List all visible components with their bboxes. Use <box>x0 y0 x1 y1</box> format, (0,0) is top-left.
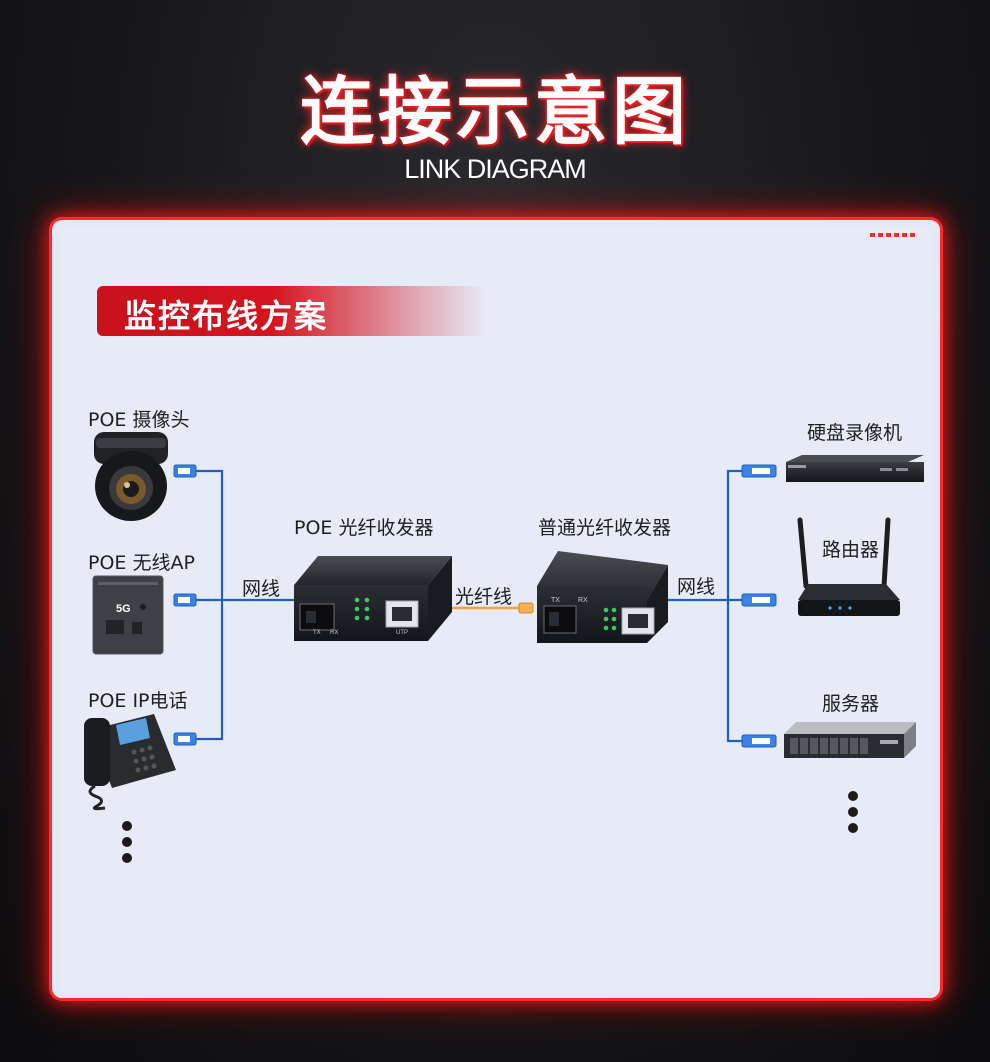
rj45-plug-icon <box>741 734 777 748</box>
left-cable-bus <box>196 469 296 741</box>
ap-badge-text: 5G <box>116 603 131 615</box>
camera-icon <box>94 432 168 521</box>
router-icon <box>797 517 900 616</box>
nvr-icon <box>786 455 924 482</box>
right-port-tx: TX <box>551 597 560 604</box>
frame-stripe-decoration <box>870 233 918 237</box>
more-devices-left-icon <box>122 821 132 863</box>
left-port-tx: TX <box>313 630 321 636</box>
rj45-plug-icon <box>173 593 197 607</box>
right-port-rx: RX <box>578 597 588 604</box>
poe-converter-icon <box>294 556 452 641</box>
label-nvr: 硬盘录像机 <box>807 422 903 444</box>
label-poe-camera: POE 摄像头 <box>88 409 190 431</box>
rj45-plug-icon <box>741 593 777 607</box>
left-port-utp: UTP <box>396 630 408 636</box>
label-poe-ap: POE 无线AP <box>88 552 195 574</box>
label-fiber-converter: 普通光纤收发器 <box>538 517 672 539</box>
label-left-cable: 网线 <box>242 578 281 600</box>
label-router: 路由器 <box>822 539 880 561</box>
section-title: 监控布线方案 <box>124 297 329 335</box>
section-banner <box>97 286 487 336</box>
label-fiber: 光纤线 <box>455 586 513 608</box>
page-subtitle: LINK DIAGRAM <box>404 154 587 184</box>
server-icon <box>784 722 916 758</box>
label-right-cable: 网线 <box>677 576 716 598</box>
rj45-plug-icon <box>173 732 197 746</box>
rj45-plug-icon <box>173 464 197 478</box>
ip-phone-icon <box>84 714 176 811</box>
label-poe-converter: POE 光纤收发器 <box>294 517 434 539</box>
label-poe-phone: POE IP电话 <box>88 690 188 712</box>
wireless-ap-icon <box>92 575 164 655</box>
page-title: 连接示意图 <box>300 69 690 155</box>
label-server: 服务器 <box>822 693 880 715</box>
more-devices-right-icon <box>848 791 858 833</box>
rj45-plug-icon <box>741 464 777 478</box>
left-port-rx: RX <box>330 630 338 636</box>
fiber-converter-icon <box>537 551 668 643</box>
